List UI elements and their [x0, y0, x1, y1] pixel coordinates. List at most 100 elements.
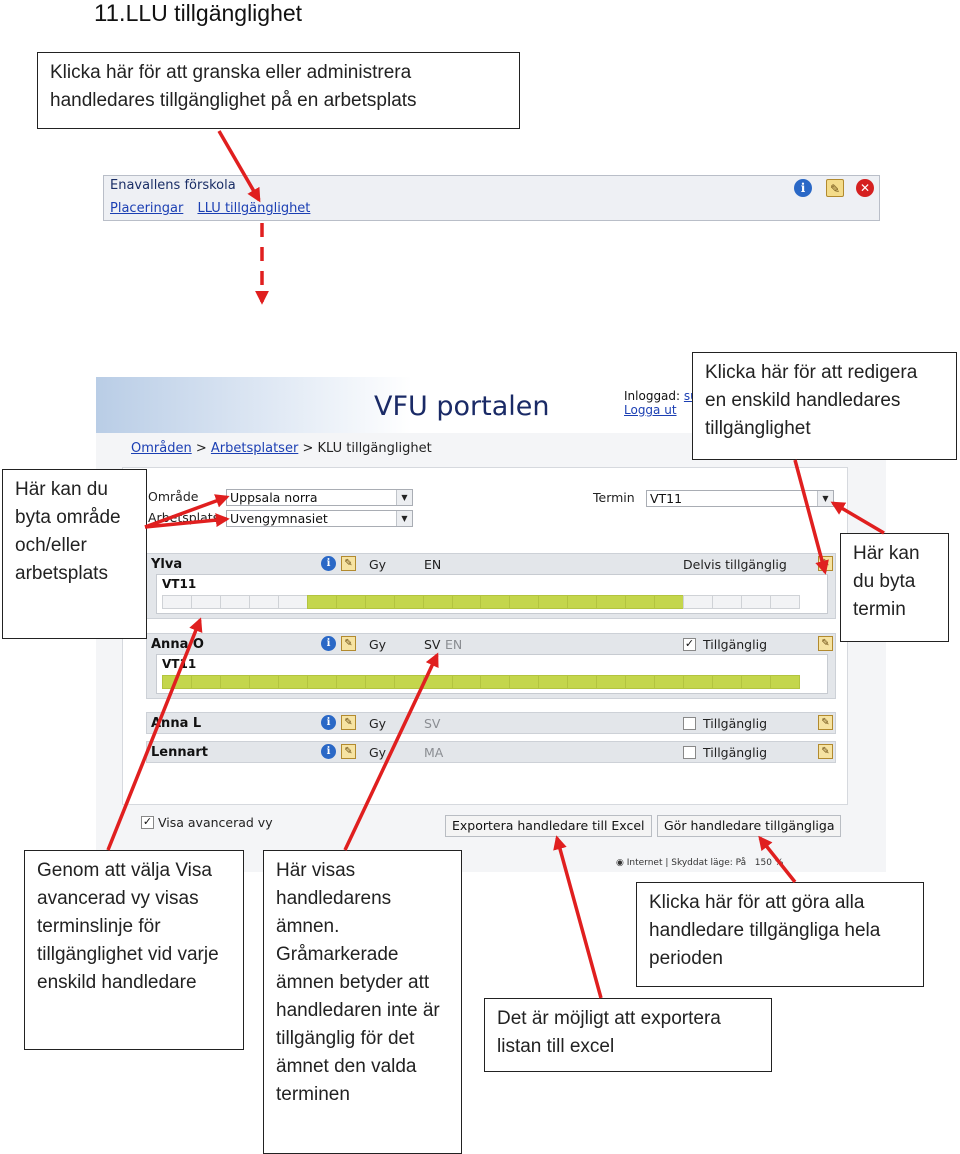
- callout-edit-single: Klicka här för att redigera en enskild h…: [692, 352, 957, 460]
- chevron-down-icon[interactable]: ▼: [817, 491, 833, 506]
- availability-bar: [162, 675, 800, 689]
- timeline-week-cell: [190, 675, 221, 689]
- timeline-week-cell: [306, 595, 337, 609]
- close-icon[interactable]: ✕: [856, 179, 874, 197]
- globe-icon: ◉: [616, 858, 624, 868]
- callout-line: och/eller: [15, 535, 87, 556]
- timeline-week-cell: [712, 595, 743, 609]
- breadcrumb-workplaces[interactable]: Arbetsplatser: [210, 441, 299, 456]
- timeline-week-cell: [190, 595, 221, 609]
- info-icon[interactable]: i: [321, 636, 336, 651]
- callout-advanced-view: Genom att välja Visa avancerad vy visas …: [24, 850, 244, 1050]
- callout-make-all-available: Klicka här för att göra alla handledare …: [636, 882, 924, 987]
- callout-line: Här kan du: [15, 479, 108, 500]
- info-icon[interactable]: i: [321, 556, 336, 571]
- timeline-week-cell: [509, 595, 540, 609]
- supervisor-subject-unavailable: MA: [424, 745, 444, 760]
- callout-line: handledares tillgänglighet på en arbetsp…: [50, 90, 417, 111]
- callout-line: listan till excel: [497, 1036, 615, 1057]
- callout-line: handledaren inte är: [276, 1000, 440, 1021]
- zoom-level[interactable]: 150 %: [754, 858, 784, 868]
- timeline-week-cell: [162, 675, 192, 689]
- timeline-week-cell: [277, 595, 308, 609]
- callout-line: Klicka här för att göra alla: [649, 892, 865, 913]
- availability-checkbox[interactable]: ✓: [683, 638, 696, 651]
- login-label: Inloggad:: [624, 389, 681, 403]
- workplace-toolbar: Enavallens förskola Placeringar LLU till…: [103, 175, 880, 221]
- area-select[interactable]: Uppsala norra ▼: [226, 489, 413, 506]
- section-heading: 11.LLU tillgänglighet: [94, 0, 302, 28]
- advanced-view-checkbox[interactable]: ✓: [141, 816, 154, 829]
- supervisor-status: Delvis tillgänglig: [683, 557, 787, 572]
- browser-statusbar: ◉ Internet | Skyddat läge: På 150 %: [616, 858, 783, 868]
- edit-icon[interactable]: ✎: [341, 744, 356, 759]
- workplace-label: Arbetsplats: [148, 510, 220, 525]
- term-select-value: VT11: [650, 491, 683, 506]
- timeline-week-cell: [567, 595, 598, 609]
- make-available-button[interactable]: Gör handledare tillgängliga: [657, 815, 842, 837]
- term-label: Termin: [593, 490, 635, 505]
- info-icon[interactable]: i: [794, 179, 812, 197]
- chevron-down-icon[interactable]: ▼: [396, 490, 412, 505]
- timeline-week-cell: [712, 675, 743, 689]
- section-title: LLU tillgänglighet: [125, 0, 303, 26]
- export-excel-button[interactable]: Exportera handledare till Excel: [445, 815, 652, 837]
- callout-intro: Klicka här för att granska eller adminis…: [37, 52, 520, 129]
- callout-line: Klicka här för att granska eller adminis…: [50, 62, 412, 83]
- placements-link[interactable]: Placeringar: [110, 201, 184, 216]
- supervisor-status: Tillgänglig: [703, 745, 768, 760]
- callout-line: Genom att välja Visa: [37, 860, 212, 881]
- availability-checkbox[interactable]: [683, 717, 696, 730]
- timeline-week-cell: [219, 595, 250, 609]
- availability-checkbox[interactable]: [683, 746, 696, 759]
- timeline-week-cell: [393, 675, 424, 689]
- supervisor-status: Tillgänglig: [703, 716, 768, 731]
- info-icon[interactable]: i: [321, 744, 336, 759]
- timeline-week-cell: [248, 675, 279, 689]
- supervisor-row: Ylva i ✎ Gy EN Delvis tillgänglig ✎ VT11: [146, 553, 836, 619]
- breadcrumb-areas[interactable]: Områden: [131, 441, 192, 456]
- edit-icon[interactable]: ✎: [818, 636, 833, 651]
- edit-icon[interactable]: ✎: [818, 744, 833, 759]
- timeline-week-cell: [596, 595, 627, 609]
- callout-line: ämnen.: [276, 916, 340, 937]
- timeline-week-cell: [335, 595, 366, 609]
- callout-line: handledare tillgängliga hela: [649, 920, 881, 941]
- edit-icon[interactable]: ✎: [341, 556, 356, 571]
- workplace-select[interactable]: Uvengymnasiet ▼: [226, 510, 413, 527]
- availability-bar: [162, 595, 800, 609]
- edit-icon[interactable]: ✎: [818, 715, 833, 730]
- timeline-week-cell: [654, 595, 685, 609]
- supervisor-level: Gy: [369, 637, 387, 652]
- timeline-week-cell: [770, 595, 800, 609]
- term-select[interactable]: VT11 ▼: [646, 490, 834, 507]
- timeline-week-cell: [451, 595, 482, 609]
- callout-line: terminen: [276, 1084, 350, 1105]
- advanced-view-label: Visa avancerad vy: [158, 815, 273, 830]
- timeline-week-cell: [625, 675, 656, 689]
- timeline-week-cell: [625, 595, 656, 609]
- logout-link[interactable]: Logga ut: [624, 403, 677, 417]
- edit-icon[interactable]: ✎: [341, 715, 356, 730]
- timeline-week-cell: [538, 595, 569, 609]
- app-title: VFU portalen: [374, 391, 550, 422]
- timeline-term: VT11: [162, 657, 197, 671]
- area-select-value: Uppsala norra: [230, 490, 318, 505]
- edit-icon[interactable]: ✎: [341, 636, 356, 651]
- edit-icon[interactable]: ✎: [826, 179, 844, 197]
- llu-availability-link[interactable]: LLU tillgänglighet: [197, 201, 311, 216]
- toolbar-links: Placeringar LLU tillgänglighet: [110, 201, 320, 216]
- supervisor-name: Ylva: [151, 557, 183, 572]
- edit-icon[interactable]: ✎: [818, 556, 833, 571]
- supervisor-row: Anna L i ✎ Gy SV Tillgänglig ✎: [146, 712, 836, 734]
- callout-line: terminslinje för: [37, 916, 161, 937]
- term-timeline: VT11: [156, 654, 828, 694]
- chevron-down-icon[interactable]: ▼: [396, 511, 412, 526]
- supervisor-status: Tillgänglig: [703, 637, 768, 652]
- supervisor-level: Gy: [369, 557, 387, 572]
- area-label: Område: [148, 489, 199, 504]
- callout-line: ämnet den valda: [276, 1056, 417, 1077]
- callout-line: en enskild handledares: [705, 390, 901, 411]
- timeline-week-cell: [277, 675, 308, 689]
- info-icon[interactable]: i: [321, 715, 336, 730]
